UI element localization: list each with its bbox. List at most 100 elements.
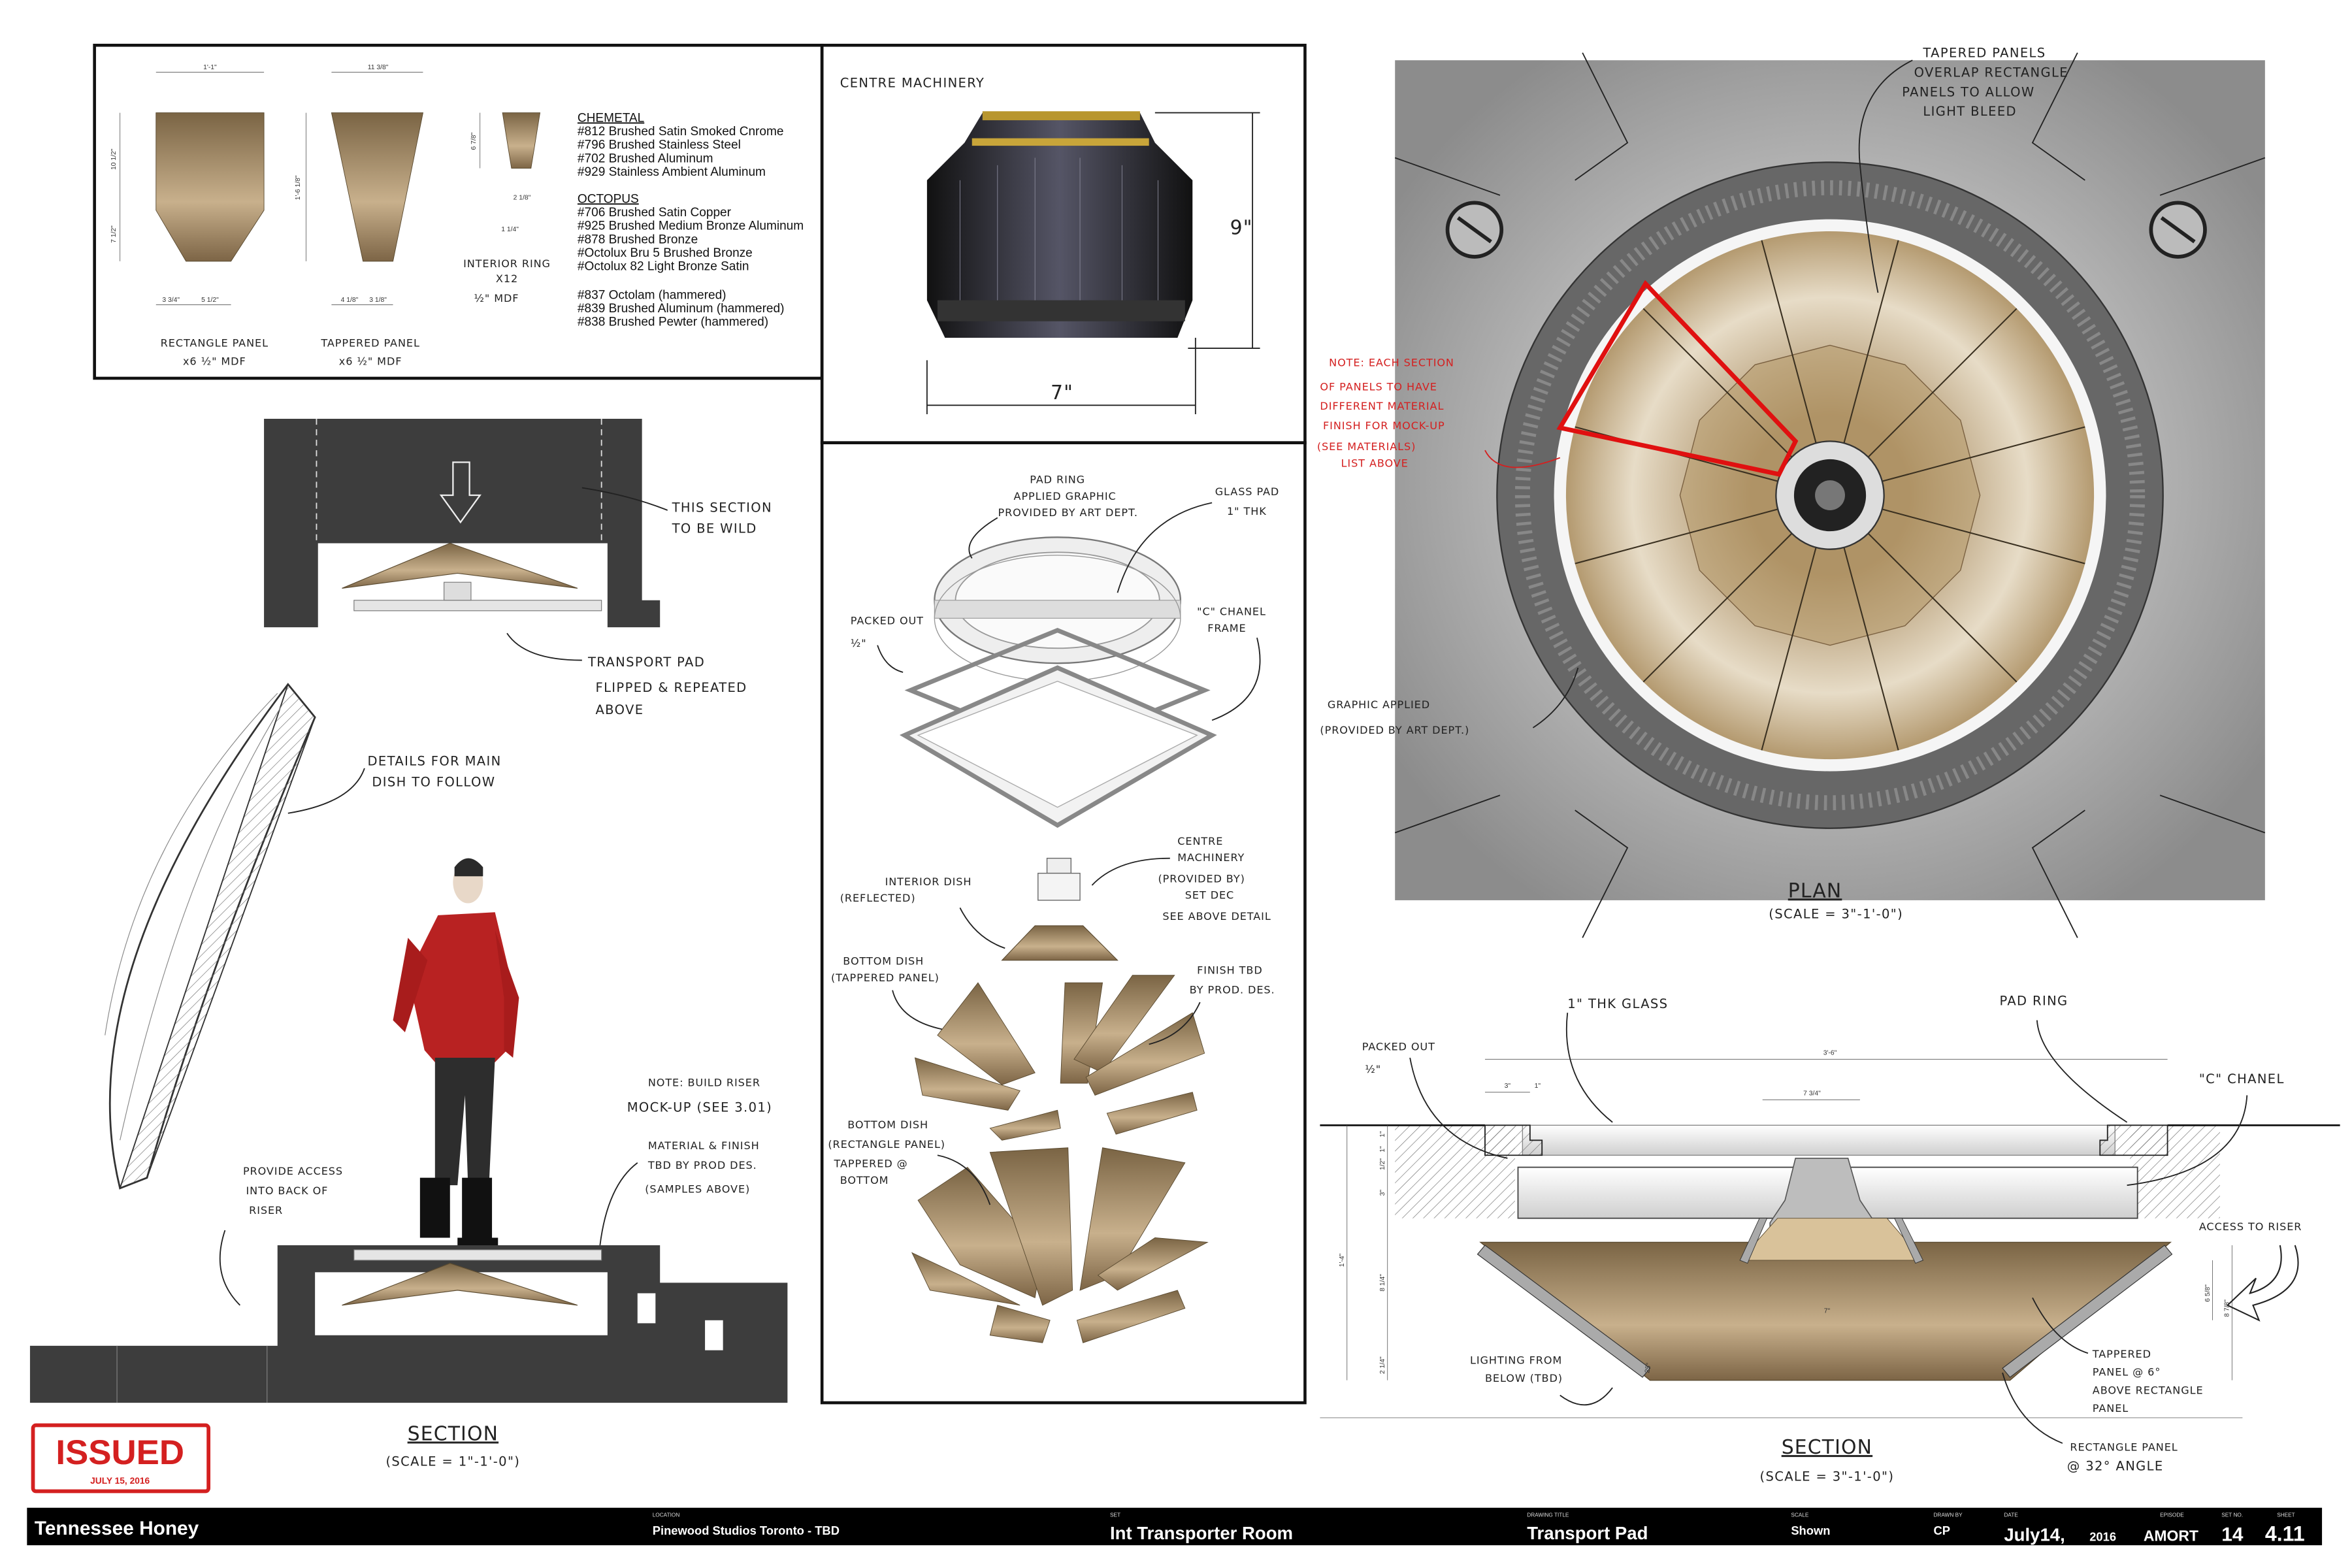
note-line: LIST ABOVE — [1341, 457, 1409, 469]
dim-h3: 1/2" — [1379, 1158, 1386, 1170]
drawn-by-value: CP — [1933, 1524, 1950, 1537]
upper-riser-section — [264, 418, 661, 628]
label-tapered-section: PANEL @ 6° — [2093, 1366, 2161, 1379]
drawn-by-label: DRAWN BY — [1933, 1512, 1963, 1518]
label-pad-ring: PROVIDED BY ART DEPT. — [998, 506, 1137, 519]
ring-material: ½" MDF — [474, 292, 519, 304]
sheet-label: SHEET — [2277, 1512, 2295, 1518]
dim-rect-bright: 5 1/2" — [201, 297, 219, 304]
bottom-dish-rectangle-panels — [911, 1147, 1209, 1343]
panel-divider-line — [1867, 308, 2017, 458]
ring-qty: X12 — [496, 272, 518, 285]
label-lighting: LIGHTING FROM — [1470, 1354, 1562, 1366]
label-centre-machinery: SEE ABOVE DETAIL — [1162, 910, 1271, 923]
issued-stamp: ISSUED JULY 15, 2016 — [31, 1423, 211, 1494]
label-provide-access: RISER — [249, 1204, 283, 1217]
note-line: OF PANELS TO HAVE — [1320, 380, 1437, 393]
dim-ring-width: 3" — [1505, 1083, 1511, 1090]
dim-ring-height: 6 7/8" — [470, 133, 478, 150]
label-packed-out: ½" — [851, 637, 867, 649]
screw-icon — [2149, 201, 2207, 259]
centre-machinery-panel: CENTRE MACHINERY 9" 7" — [820, 43, 1307, 444]
dim-ring-bottom: 1 1/4" — [501, 226, 519, 233]
panel-divider-line — [1867, 532, 2017, 683]
label-rectangle-section: RECTANGLE PANEL — [2070, 1441, 2178, 1454]
label-tapered-panels: TAPERED PANELS — [1922, 46, 2046, 61]
label-finish: FINISH TBD — [1197, 964, 1263, 976]
material-item: #878 Brushed Bronze — [578, 233, 698, 246]
rect-panel-qty: x6 ½" MDF — [183, 355, 246, 367]
set-label: SET — [1110, 1512, 1120, 1518]
material-item: #837 Octolam (hammered) — [578, 288, 727, 302]
label-pad-ring: APPLIED GRAPHIC — [1014, 490, 1117, 502]
materials-chemetal-title: CHEMETAL — [578, 111, 644, 125]
stamp-date: JULY 15, 2016 — [90, 1476, 150, 1486]
material-item: #812 Brushed Satin Smoked Cnrome — [578, 125, 784, 139]
episode-label: EPISODE — [2160, 1512, 2184, 1518]
label-tapered-section: ABOVE RECTANGLE — [2093, 1384, 2204, 1396]
left-section-scale: (SCALE = 1"-1'-0") — [385, 1454, 520, 1469]
label-bottom-dish-rect: (RECTANGLE PANEL) — [828, 1138, 945, 1151]
centre-machinery-mini — [1037, 857, 1081, 901]
label-bottom-dish-rect: BOTTOM — [840, 1174, 889, 1186]
label-bottom-dish-rect: BOTTOM DISH — [847, 1119, 928, 1131]
panel-divider-line — [1882, 426, 2085, 482]
label-packed-out: PACKED OUT — [851, 614, 924, 627]
label-riser-note: NOTE: BUILD RISER — [648, 1077, 760, 1089]
interior-dish — [1001, 925, 1119, 961]
note-line: FINISH FOR MOCK-UP — [1323, 419, 1445, 432]
label-finish: BY PROD. DES. — [1190, 983, 1275, 996]
label-flipped: FLIPPED & REPEATED — [595, 680, 747, 695]
dim-rect-bleft: 3 3/4" — [162, 297, 180, 304]
rim-left — [1477, 1245, 1651, 1378]
location-label: LOCATION — [653, 1512, 680, 1518]
label-glass-pad: GLASS PAD — [1215, 485, 1280, 498]
label-lighting: BELOW (TBD) — [1485, 1372, 1563, 1384]
panel-divider-line — [1761, 547, 1817, 751]
bottom-dish-tapered-panels — [914, 975, 1205, 1141]
set-no-value: 14 — [2221, 1524, 2244, 1545]
stamp-text: ISSUED — [56, 1433, 184, 1472]
down-arrow-icon — [439, 461, 482, 524]
location-value: Pinewood Studios Toronto - TBD — [653, 1524, 840, 1537]
main-dish-profile — [105, 683, 316, 1190]
centre-dim-height: 9" — [1230, 217, 1253, 240]
label-interior-dish: INTERIOR DISH — [885, 875, 972, 888]
label-glass-pad: 1" THK — [1227, 505, 1267, 517]
right-section-drawing: 3'-6" 3" 1" 7 3/4" 1'-4" 1" 1" 1/2" 3" 8… — [1320, 994, 2340, 1484]
label-graphic-applied: GRAPHIC APPLIED — [1328, 698, 1430, 711]
label-material-finish: (SAMPLES ABOVE) — [645, 1183, 750, 1196]
materials-octopus-title: OCTOPUS — [578, 192, 639, 206]
label-centre-machinery: (PROVIDED BY) — [1158, 872, 1245, 885]
rim-right — [2002, 1245, 2173, 1378]
note-line: DIFFERENT MATERIAL — [1320, 400, 1444, 412]
label-centre-machinery: SET DEC — [1185, 889, 1234, 902]
centre-dim-width: 7" — [1051, 382, 1073, 404]
dim-h4: 3" — [1379, 1190, 1386, 1196]
set-no-label: SET NO. — [2221, 1512, 2243, 1518]
note-line: (SEE MATERIALS) — [1317, 440, 1416, 453]
production-name: Tennessee Honey — [35, 1518, 199, 1539]
set-value: Int Transporter Room — [1110, 1523, 1293, 1543]
drawing-title-label: DRAWING TITLE — [1527, 1512, 1569, 1518]
label-bottom-dish-tapered: BOTTOM DISH — [843, 955, 924, 968]
dim-tap-height: 1'-6 1/8" — [295, 175, 302, 200]
rectangle-panel-shape — [155, 112, 265, 262]
tap-panel-qty: x6 ½" MDF — [339, 355, 402, 367]
material-item: #929 Stainless Ambient Aluminum — [578, 165, 766, 179]
materials-list: CHEMETAL #812 Brushed Satin Smoked Cnrom… — [578, 111, 804, 329]
dim-lip: 1" — [1535, 1083, 1541, 1090]
date-year: 2016 — [2089, 1529, 2116, 1543]
tap-panel-label: TAPPERED PANEL — [320, 337, 419, 350]
panel-divider-line — [1642, 532, 1793, 683]
rect-panel-label: RECTANGLE PANEL — [161, 337, 269, 350]
label-packed-out-section: ½" — [1365, 1063, 1381, 1075]
glass-slab — [1522, 1124, 2115, 1156]
dim-tap-bright: 3 1/8" — [369, 297, 387, 304]
panel-divider-line — [1761, 240, 1817, 444]
glass-pad-ring — [934, 536, 1182, 682]
dim-total-height: 1'-4" — [1339, 1253, 1346, 1267]
exploded-view-panel: PAD RING APPLIED GRAPHIC PROVIDED BY ART… — [820, 441, 1307, 1405]
mock-up-section-outline — [1556, 280, 1799, 477]
dim-rect-width: 1'-1" — [203, 64, 217, 71]
